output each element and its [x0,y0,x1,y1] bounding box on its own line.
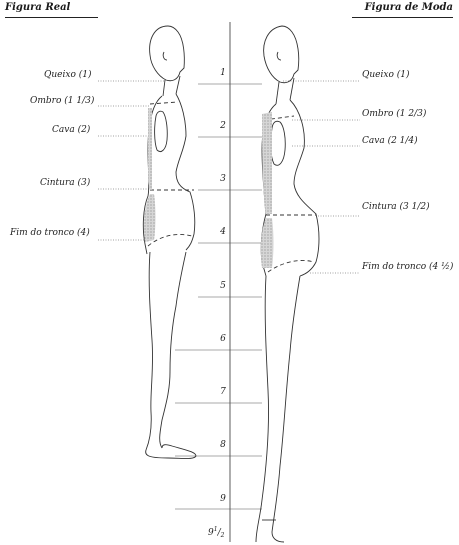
scale-number-9: 9 [216,494,230,504]
label-real-armhole: Cava (2) [52,125,90,135]
scale-number-4: 4 [216,227,230,237]
scale-number-1: 1 [216,68,230,78]
label-real-shoulder: Ombro (1 1/3) [30,96,94,106]
scale-number-8: 8 [216,440,230,450]
fashion-figure [256,26,319,542]
label-fashion-shoulder: Ombro (1 2/3) [362,109,426,119]
scale-number-9-half: 91/2 [208,526,224,539]
scale-number-6: 6 [216,334,230,344]
label-fashion-chin: Queixo (1) [362,70,409,80]
scale-number-2: 2 [216,121,230,131]
label-real-torso-end: Fim do tronco (4) [10,228,90,238]
scale-number-7: 7 [216,387,230,397]
fashion-torso-shade [262,112,272,214]
label-real-waist: Cintura (3) [40,178,90,188]
label-fashion-armhole: Cava (2 1/4) [362,136,418,146]
scale-number-5: 5 [216,281,230,291]
scale-number-3: 3 [216,174,230,184]
label-fashion-torso-end: Fim do tronco (4 ½) [362,262,453,272]
scale-last-num: 1 [214,526,218,533]
real-figure [143,26,196,459]
scale-last-den: 2 [221,532,225,539]
real-torso-shade [148,108,152,190]
label-real-chin: Queixo (1) [44,70,91,80]
label-fashion-waist: Cintura (3 1/2) [362,202,430,212]
fashion-hip-shade [261,218,274,268]
